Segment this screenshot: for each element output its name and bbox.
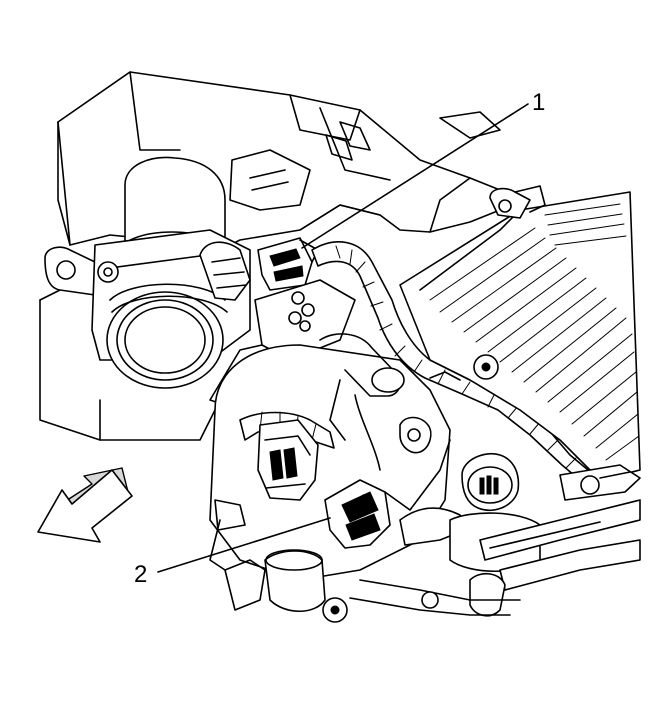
radiator (399, 185, 641, 481)
bracket-plate (209, 279, 356, 411)
direction-arrow-icon (37, 467, 133, 543)
coolant-hoses (469, 464, 641, 617)
callout-2: 2 (134, 561, 147, 588)
lower-components (209, 499, 521, 623)
callout-1: 1 (532, 89, 545, 116)
wiring-harness-lower (239, 411, 471, 549)
callout-leaders (157, 103, 529, 573)
maf-sensor (199, 237, 319, 301)
left-shroud (39, 246, 216, 441)
